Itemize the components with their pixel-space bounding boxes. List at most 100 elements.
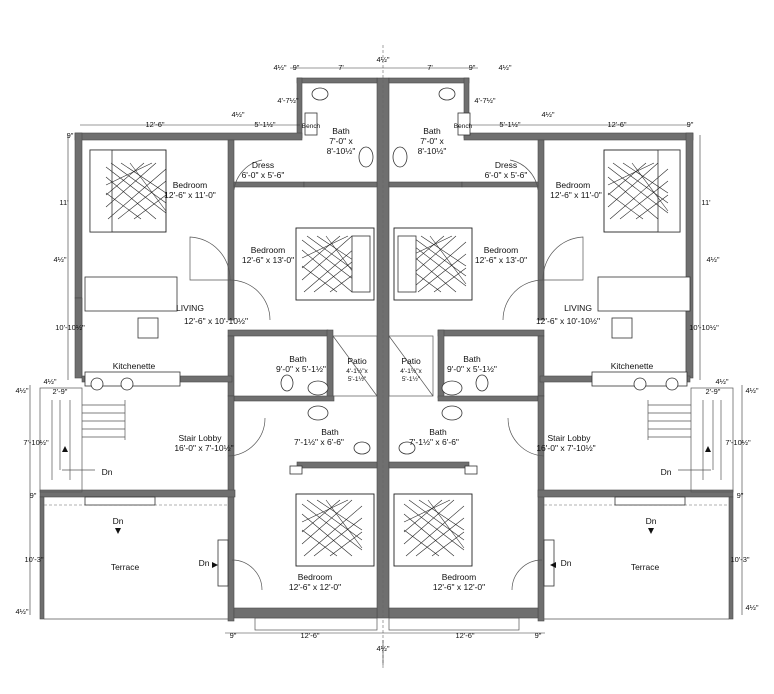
bedroom-nw-size: 12'-6" x 11'-0" — [164, 190, 216, 200]
dim-top-7-right: 7' — [427, 63, 433, 72]
bath-mid-left-size: 9'-0" x 5'-1½" — [276, 364, 326, 374]
dress-right-label: Dress — [495, 160, 517, 170]
patio-right-size-w: 4'-1½"x — [400, 367, 422, 375]
living-right-label: LIVING — [564, 303, 592, 313]
dim-top-42-left: 4½" — [273, 63, 286, 72]
dim-right-29: 2'-9" — [706, 387, 721, 396]
dress-right-size: 6'-0" x 5'-6" — [485, 170, 528, 180]
dim-bottom-9-left: 9" — [230, 631, 237, 640]
bedroom-nw-label: Bedroom — [173, 180, 208, 190]
bedroom-center-right-size: 12'-6" x 13'-0" — [475, 255, 527, 265]
bedroom-center-right-label: Bedroom — [484, 245, 519, 255]
dim-left-9-b: 9" — [30, 491, 37, 500]
direction-arrows — [62, 446, 711, 568]
patio-right-size-h: 5'-1½" — [402, 375, 421, 383]
bedroom-center-left-label: Bedroom — [251, 245, 286, 255]
bedroom-ne-label: Bedroom — [556, 180, 591, 190]
dim-right-5112: 5'-1½" — [499, 120, 521, 129]
dim-left-4712: 4'-7½" — [277, 96, 299, 105]
terrace-right-label: Terrace — [631, 562, 660, 572]
dim-right-1226: 12'-6" — [607, 120, 626, 129]
dim-right-9-b: 9" — [737, 491, 744, 500]
bedroom-center-left-size: 12'-6" x 13'-0" — [242, 255, 294, 265]
stair-lobby-right-label: Stair Lobby — [548, 433, 592, 443]
living-left-label: LIVING — [176, 303, 204, 313]
dim-right-42-e: 4½" — [745, 603, 758, 612]
dim-left-5112: 5'-1½" — [254, 120, 276, 129]
dress-left-label: Dress — [252, 160, 274, 170]
patio-left-size-w: 4'-1½"x — [346, 367, 368, 375]
dn-side-right: Dn — [561, 558, 572, 568]
dim-left-29: 2'-9" — [53, 387, 68, 396]
patio-left-label: Patio — [347, 356, 367, 366]
dimension-lines — [29, 67, 743, 665]
living-right-size: 12'-6" x 10'-10½" — [536, 316, 600, 326]
furniture — [84, 87, 691, 587]
patio-right-label: Patio — [401, 356, 421, 366]
terrace-left-label: Terrace — [111, 562, 140, 572]
bedroom-south-left-size: 12'-6" x 12'-0" — [289, 582, 341, 592]
dn-stair-left: Dn — [102, 467, 113, 477]
dim-right-9-a: 9" — [687, 120, 694, 129]
stair-lobby-left-size: 16'-0" x 7'-10½" — [174, 443, 233, 453]
dim-bottom-42-center: 4½" — [376, 644, 389, 653]
dim-left-103: 10'-3" — [24, 555, 43, 564]
bath-top-right-label: Bath — [423, 126, 441, 136]
dim-left-11: 11' — [59, 198, 69, 207]
bench-right: Bench — [454, 123, 473, 130]
stair-lobby-left-label: Stair Lobby — [179, 433, 223, 443]
dim-bottom-126-left: 12'-6" — [300, 631, 319, 640]
dn-stair-right: Dn — [661, 467, 672, 477]
right-room-labels: Bath 7'-0" x 8'-10½" Bench Dress 6'-0" x… — [400, 123, 672, 592]
outline-lines — [39, 159, 734, 631]
dim-left-42-c: 4½" — [43, 377, 56, 386]
dim-top-7-left: 7' — [338, 63, 344, 72]
patio-left-size-h: 5'-1½" — [348, 375, 367, 383]
dim-left-42-d: 4½" — [15, 386, 28, 395]
dim-left-1226: 12'-6" — [145, 120, 164, 129]
bench-left: Bench — [302, 123, 321, 130]
dim-bottom-126-right: 12'-6" — [455, 631, 474, 640]
bath-mid-right-size: 9'-0" x 5'-1½" — [447, 364, 497, 374]
dn-terrace-left: Dn — [113, 516, 124, 526]
bath-lower-left-size: 7'-1½" x 6'-6" — [294, 437, 344, 447]
dim-left-42-a: 4½" — [231, 110, 244, 119]
dim-top-9-right: 9" — [469, 63, 476, 72]
bedroom-south-right-size: 12'-6" x 12'-0" — [433, 582, 485, 592]
dim-right-42-a: 4½" — [541, 110, 554, 119]
bath-top-left-size-w: 7'-0" x — [329, 136, 353, 146]
dim-left-10105: 10'-10½" — [55, 323, 85, 332]
dimension-labels: 9" 7' 4½" 7' 9" 4½" 4½" 4'-7½" 4'-7½" 12… — [15, 55, 758, 653]
dim-top-42-right: 4½" — [498, 63, 511, 72]
left-unit-walls — [39, 77, 378, 622]
bedroom-south-right-label: Bedroom — [442, 572, 477, 582]
dress-left-size: 6'-0" x 5'-6" — [242, 170, 285, 180]
bath-top-right-size-h: 8'-10½" — [418, 146, 447, 156]
dn-terrace-right: Dn — [646, 516, 657, 526]
dim-left-9-a: 9" — [67, 131, 74, 140]
dim-top-42-center: 4½" — [376, 55, 389, 64]
bath-lower-left-label: Bath — [321, 427, 339, 437]
kitchenette-left-label: Kitchenette — [113, 361, 156, 371]
dim-top-9-left: 9" — [293, 63, 300, 72]
dn-side-left: Dn — [199, 558, 210, 568]
dim-right-42-d: 4½" — [745, 386, 758, 395]
dim-right-4712: 4'-7½" — [474, 96, 496, 105]
dim-right-11: 11' — [701, 198, 711, 207]
kitchenette-right-label: Kitchenette — [611, 361, 654, 371]
dim-left-42-b: 4½" — [53, 255, 66, 264]
stair-lobby-right-size: 16'-0" x 7'-10½" — [536, 443, 595, 453]
dim-bottom-9-right: 9" — [535, 631, 542, 640]
dim-right-7105: 7'-10½" — [725, 438, 751, 447]
bath-mid-left-label: Bath — [289, 354, 307, 364]
bath-top-right-size-w: 7'-0" x — [420, 136, 444, 146]
bath-lower-right-size: 7'-1½" x 6'-6" — [409, 437, 459, 447]
bath-mid-right-label: Bath — [463, 354, 481, 364]
dim-left-42-e: 4½" — [15, 607, 28, 616]
bath-top-left-size-h: 8'-10½" — [327, 146, 356, 156]
dim-left-7105: 7'-10½" — [23, 438, 49, 447]
bath-top-left-label: Bath — [332, 126, 350, 136]
bedroom-south-left-label: Bedroom — [298, 572, 333, 582]
dim-right-42-c: 4½" — [715, 377, 728, 386]
bath-lower-right-label: Bath — [429, 427, 447, 437]
